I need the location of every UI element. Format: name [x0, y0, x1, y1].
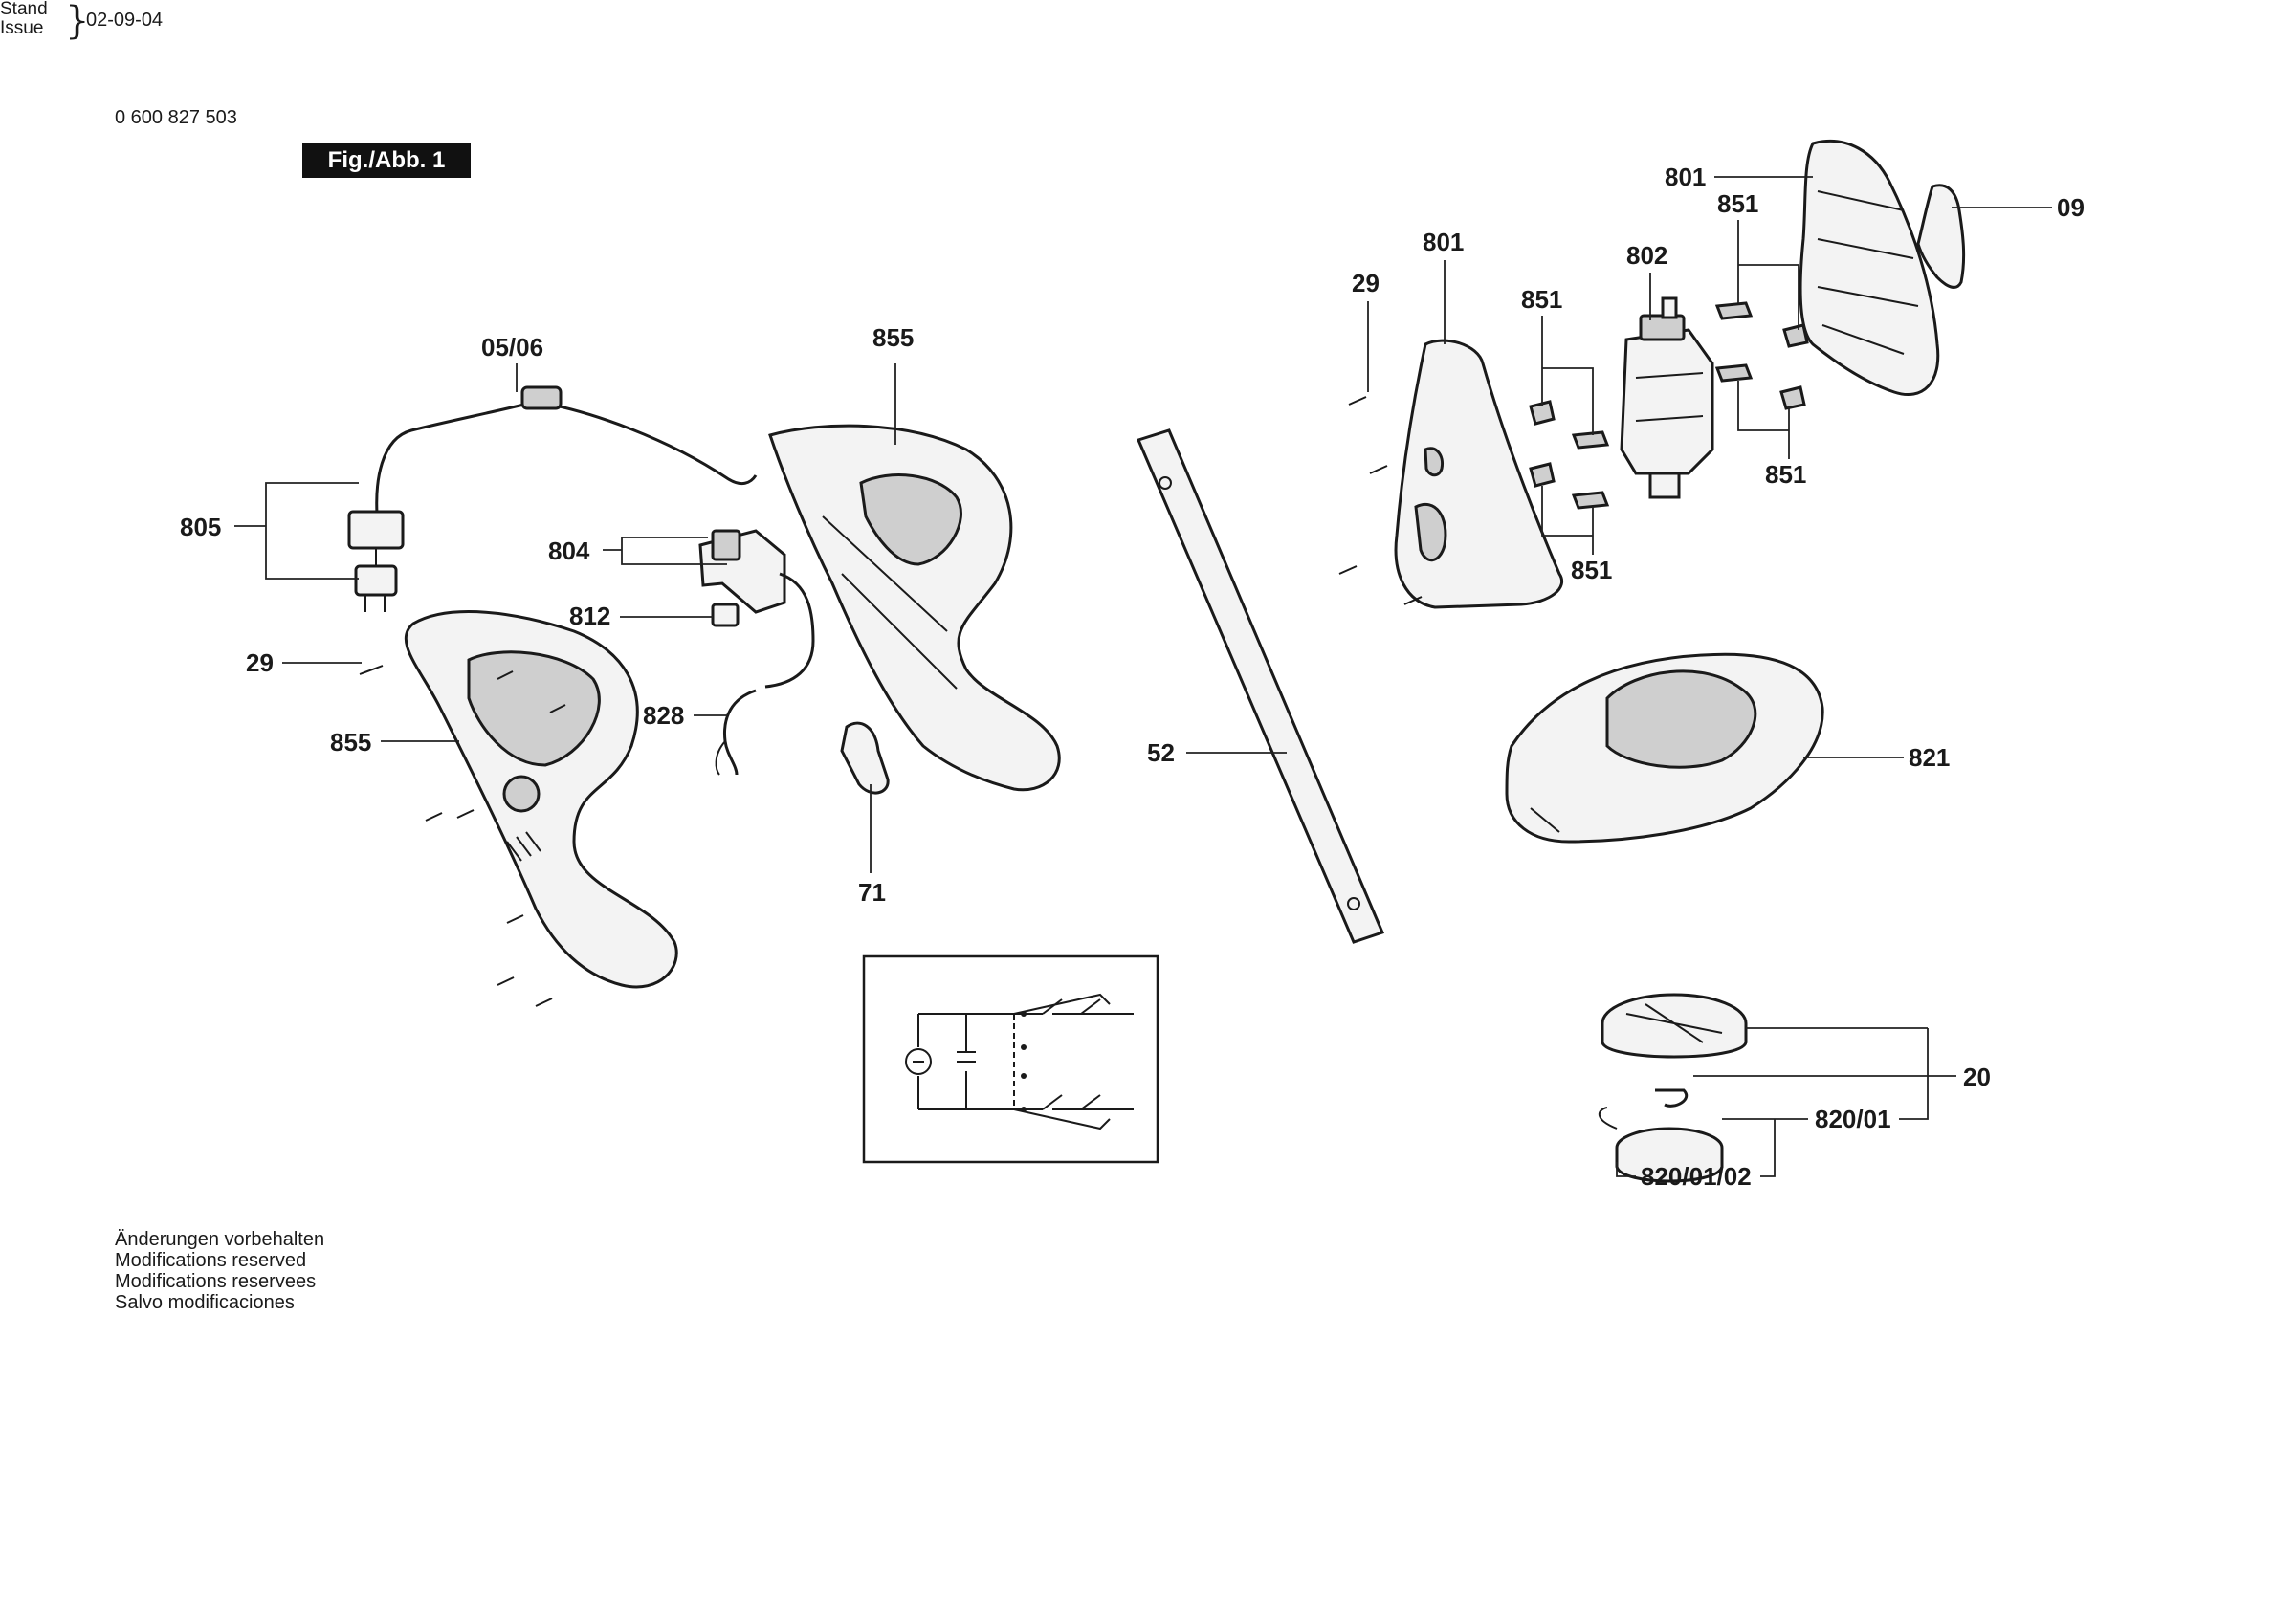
guard-part [1505, 652, 1824, 844]
callout-29-left: 29 [246, 648, 274, 677]
issue-label: Issue [0, 18, 44, 38]
wiring-schematic [862, 954, 1159, 1164]
callout-09: 09 [2057, 193, 2085, 222]
callout-828: 828 [643, 701, 684, 730]
footer-line-de: Änderungen vorbehalten [115, 1229, 325, 1250]
callout-801-top: 801 [1665, 163, 1706, 191]
carbon-brushes-left-part [1529, 400, 1610, 510]
screws-right-part [1338, 396, 1423, 605]
footer-line-fr: Modifications reservees [115, 1271, 317, 1292]
motor-cover-half-top-part [1799, 139, 1940, 397]
callout-52: 52 [1147, 738, 1175, 767]
motor-part [1620, 296, 1714, 499]
lever-part [840, 721, 890, 795]
callout-820-01-02: 820/01/02 [1641, 1162, 1752, 1191]
callout-801-mid: 801 [1423, 228, 1464, 256]
stand-label: Stand [0, 0, 48, 19]
callout-855-mid: 855 [872, 323, 914, 352]
brace-glyph: } [65, 0, 90, 43]
issue-date: 02-09-04 [86, 10, 164, 31]
screws-left-part [359, 665, 566, 1007]
callout-851-c: 851 [1765, 460, 1806, 489]
callout-29-right: 29 [1352, 269, 1380, 297]
callout-802: 802 [1626, 241, 1667, 270]
callout-851-b: 851 [1717, 189, 1758, 218]
callout-20: 20 [1963, 1063, 1991, 1091]
carbon-brushes-right-part [1714, 301, 1809, 410]
callout-71: 71 [858, 878, 886, 907]
figure-badge: Fig./Abb. 1 [302, 143, 471, 178]
motor-cover-half-part [1394, 339, 1563, 609]
callout-855-left: 855 [330, 728, 371, 757]
callout-805: 805 [180, 513, 221, 541]
callout-851-d: 851 [1571, 556, 1612, 584]
stand-issue-block: Stand Issue } 02-09-04 [0, 0, 191, 44]
handle-half-left-part [404, 610, 678, 989]
footer-line-es: Salvo modificaciones [115, 1292, 295, 1313]
switch-assembly-part [698, 529, 815, 776]
footer-line-en: Modifications reserved [115, 1250, 307, 1271]
shaft-tube-part [1136, 428, 1385, 944]
part-number: 0 600 827 503 [115, 107, 237, 128]
callout-821: 821 [1909, 743, 1950, 772]
footer-notes: Änderungen vorbehalten Modifications res… [115, 1229, 324, 1313]
spool-assembly-part [1598, 993, 1748, 1183]
power-cord-part [347, 385, 758, 612]
callout-05-06: 05/06 [481, 333, 543, 362]
leader-lines [234, 176, 2052, 1177]
handle-half-right-part [768, 424, 1061, 792]
callout-851-a: 851 [1521, 285, 1562, 314]
callout-labels: 05/06 805 804 812 29 855 828 855 71 52 2… [180, 163, 2085, 1191]
callout-804: 804 [548, 537, 590, 565]
callout-812: 812 [569, 602, 610, 630]
callout-820-01: 820/01 [1815, 1105, 1891, 1133]
